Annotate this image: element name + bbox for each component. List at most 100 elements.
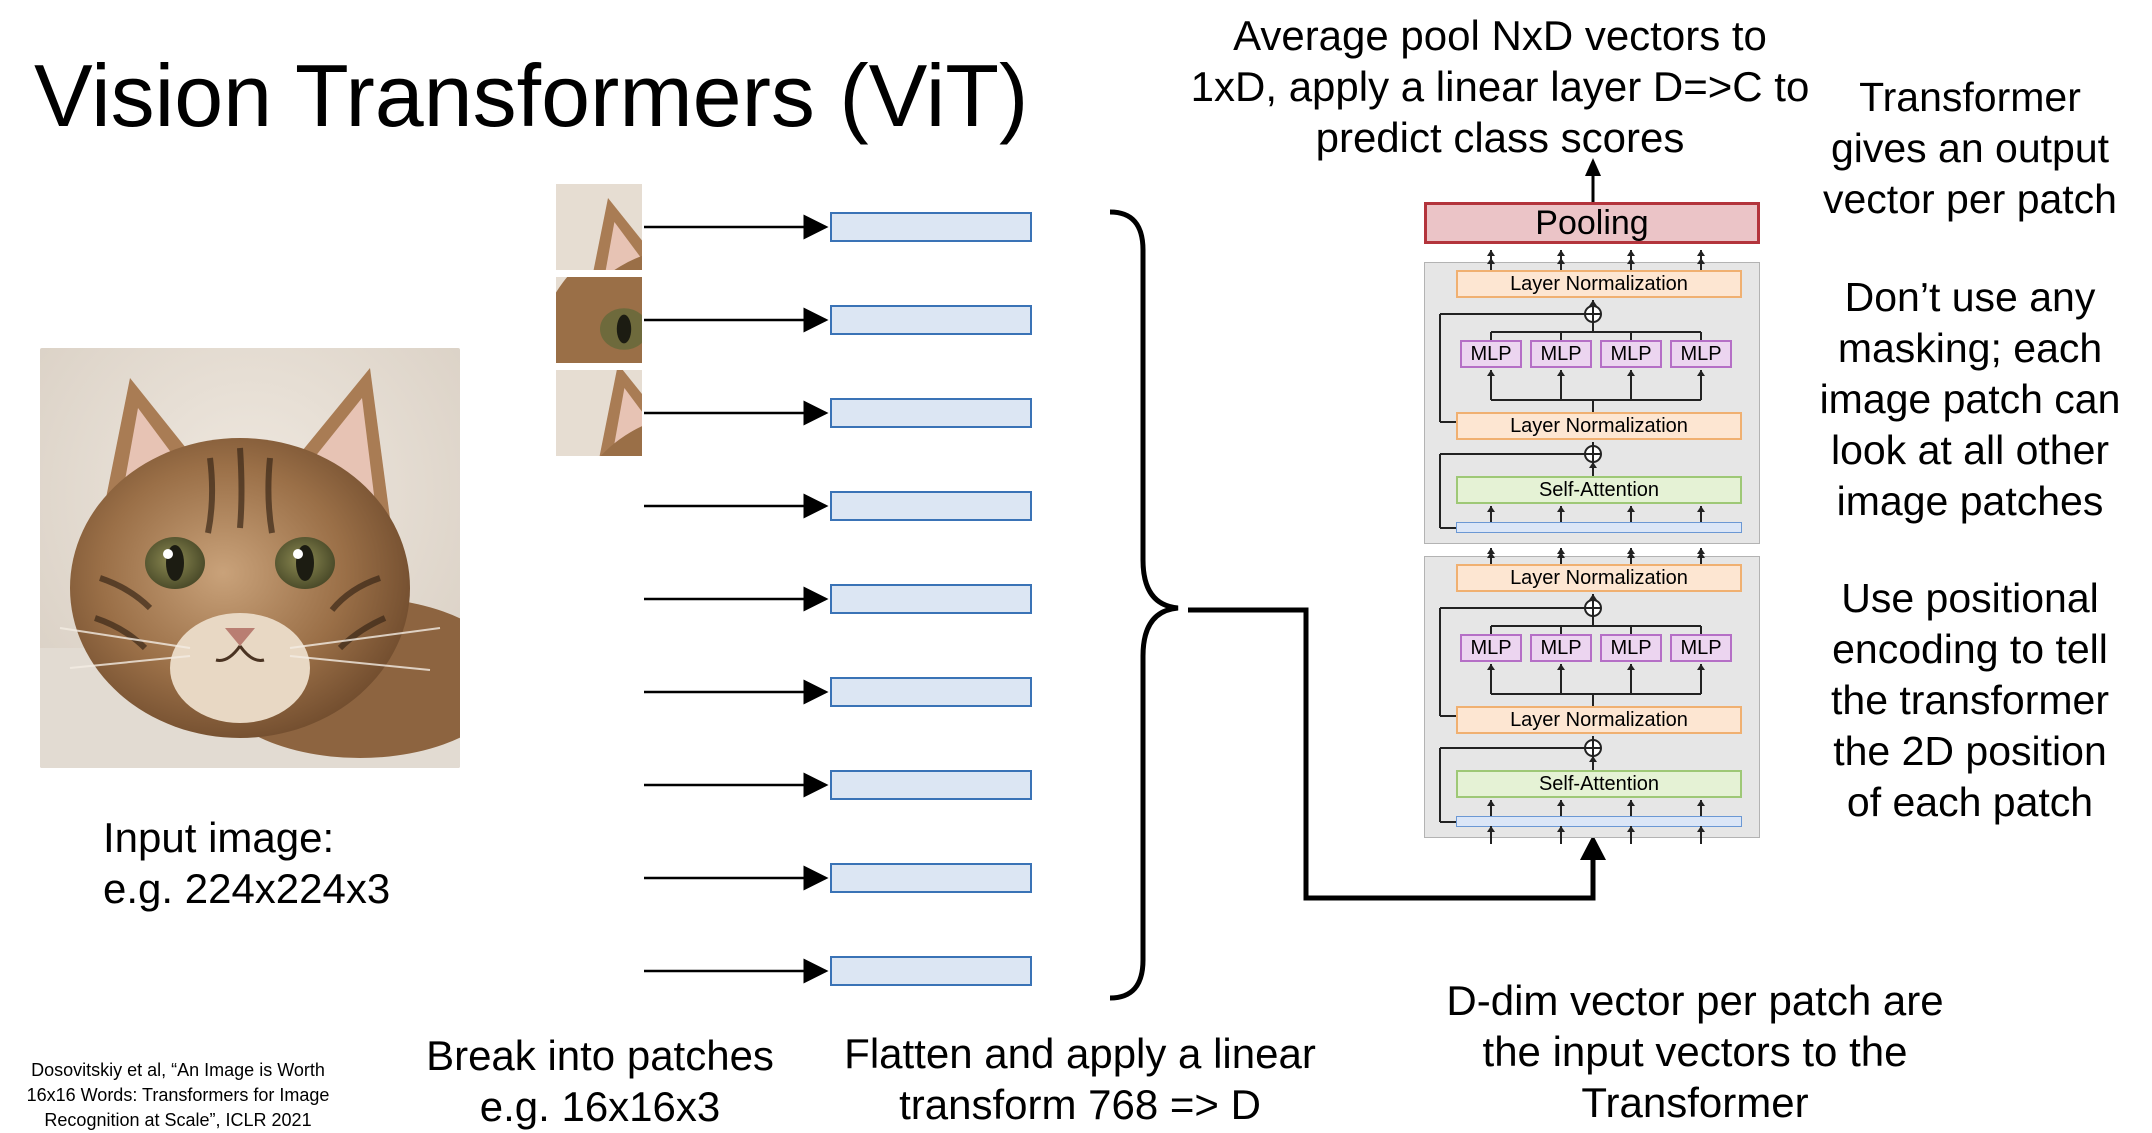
- side-note-positional-line: of each patch: [1846, 779, 2094, 825]
- transformer-arrowhead: [1487, 258, 1495, 264]
- side-note-positional-line: Use positional: [1841, 575, 2099, 621]
- mlp-box: MLP: [1600, 340, 1662, 368]
- transformer-arrowhead: [1557, 552, 1565, 558]
- transformer-arrowhead: [1557, 250, 1565, 256]
- input-caption-line-1: Input image:: [103, 814, 335, 861]
- side-note-positional-line: encoding to tell: [1832, 626, 2108, 672]
- image-patch: [556, 370, 642, 456]
- dvec-caption-line-2: the input vectors to the: [1482, 1028, 1908, 1075]
- patch-vector: [830, 863, 1032, 893]
- transformer-arrowhead: [1697, 826, 1705, 832]
- dvec-caption-line-3: Transformer: [1581, 1079, 1809, 1126]
- transformer-arrowhead: [1627, 250, 1635, 256]
- mlp-box: MLP: [1460, 340, 1522, 368]
- input-caption-line-2: e.g. 224x224x3: [103, 865, 391, 912]
- dvec-caption-line-1: D-dim vector per patch are: [1446, 977, 1944, 1024]
- image-patch: [556, 277, 642, 363]
- side-note-output: Transformer gives an output vector per p…: [1800, 72, 2140, 225]
- side-note-masking-line: masking; each: [1837, 325, 2103, 371]
- patch-vector: [830, 677, 1032, 707]
- patch-vector: [830, 398, 1032, 428]
- layer-norm-top: Layer Normalization: [1456, 564, 1742, 592]
- citation-line-3: Recognition at Scale”, ICLR 2021: [44, 1110, 312, 1130]
- transformer-arrowhead: [1697, 664, 1705, 670]
- side-note-positional-line: the 2D position: [1833, 728, 2107, 774]
- citation-line-1: Dosovitskiy et al, “An Image is Worth: [31, 1060, 325, 1080]
- transformer-arrowhead: [1557, 370, 1565, 376]
- transformer-arrowhead: [1627, 548, 1635, 554]
- transformer-arrowhead: [1487, 548, 1495, 554]
- side-note-masking-line: look at all other: [1830, 427, 2110, 473]
- side-note-masking-line: Don’t use any: [1844, 274, 2096, 320]
- citation-line-2: 16x16 Words: Transformers for Image: [26, 1085, 330, 1105]
- flatten-caption: Flatten and apply a linear transform 768…: [820, 1028, 1340, 1130]
- citation: Dosovitskiy et al, “An Image is Worth 16…: [4, 1058, 352, 1133]
- transformer-arrowhead: [1487, 552, 1495, 558]
- image-patch: [556, 184, 642, 270]
- dvec-caption: D-dim vector per patch are the input vec…: [1420, 975, 1970, 1128]
- pooling-layer: Pooling: [1424, 202, 1760, 244]
- patch-vector: [830, 212, 1032, 242]
- transformer-arrowhead: [1589, 594, 1597, 600]
- transformer-arrowhead: [1487, 800, 1495, 806]
- mlp-box: MLP: [1530, 634, 1592, 662]
- transformer-arrowhead: [1589, 462, 1597, 468]
- transformer-arrowhead: [1627, 664, 1635, 670]
- top-caption-line-3: predict class scores: [1315, 114, 1685, 161]
- layer-norm-middle: Layer Normalization: [1456, 412, 1742, 440]
- transformer-arrowhead: [1557, 800, 1565, 806]
- mlp-box: MLP: [1460, 634, 1522, 662]
- transformer-arrowhead: [1589, 756, 1597, 762]
- top-caption: Average pool NxD vectors to 1xD, apply a…: [1180, 10, 1820, 163]
- transformer-arrowhead: [1487, 664, 1495, 670]
- transformer-arrowhead: [1697, 800, 1705, 806]
- flatten-caption-line-1: Flatten and apply a linear: [844, 1030, 1316, 1077]
- connector-to-transformer: [1188, 607, 1596, 901]
- transformer-arrowhead: [1697, 258, 1705, 264]
- transformer-arrowhead: [1589, 300, 1597, 306]
- transformer-arrowhead: [1627, 552, 1635, 558]
- side-note-masking-line: image patches: [1836, 478, 2104, 524]
- side-note-masking: Don’t use any masking; each image patch …: [1800, 272, 2140, 527]
- patch-vector: [830, 584, 1032, 614]
- block-input-bar: [1456, 816, 1742, 827]
- side-note-output-line: gives an output: [1830, 125, 2110, 171]
- layer-norm-top: Layer Normalization: [1456, 270, 1742, 298]
- transformer-arrowhead: [1487, 370, 1495, 376]
- transformer-arrowhead: [1487, 826, 1495, 832]
- transformer-arrowhead: [1487, 506, 1495, 512]
- transformer-arrowhead: [1697, 250, 1705, 256]
- transformer-arrowhead: [1557, 506, 1565, 512]
- transformer-arrowhead: [1627, 826, 1635, 832]
- self-attention: Self-Attention: [1456, 476, 1742, 504]
- transformer-arrowhead: [1557, 664, 1565, 670]
- transformer-arrowhead: [1627, 506, 1635, 512]
- transformer-arrowhead: [1697, 370, 1705, 376]
- top-caption-line-1: Average pool NxD vectors to: [1233, 12, 1767, 59]
- transformer-arrowhead: [1487, 250, 1495, 256]
- patch-vector: [830, 956, 1032, 986]
- block-input-bar: [1456, 522, 1742, 533]
- side-note-positional: Use positional encoding to tell the tran…: [1800, 573, 2140, 828]
- layer-norm-middle: Layer Normalization: [1456, 706, 1742, 734]
- transformer-arrowhead: [1557, 826, 1565, 832]
- side-note-positional-line: the transformer: [1831, 677, 2109, 723]
- top-caption-line-2: 1xD, apply a linear layer D=>C to: [1190, 63, 1810, 110]
- patch-vector: [830, 770, 1032, 800]
- page-title: Vision Transformers (ViT): [34, 46, 1029, 145]
- transformer-arrowhead: [1627, 800, 1635, 806]
- patch-vector: [830, 491, 1032, 521]
- transformer-arrowhead: [1697, 548, 1705, 554]
- transformer-arrowhead: [1557, 548, 1565, 554]
- mlp-box: MLP: [1530, 340, 1592, 368]
- mlp-box: MLP: [1600, 634, 1662, 662]
- side-note-output-line: vector per patch: [1823, 176, 2117, 222]
- side-note-masking-line: image patch can: [1819, 376, 2121, 422]
- patches-caption-line-1: Break into patches: [426, 1032, 774, 1079]
- transformer-arrowhead: [1627, 370, 1635, 376]
- transformer-arrowhead: [1627, 258, 1635, 264]
- transformer-internal-lines: [1439, 250, 1705, 844]
- mlp-box: MLP: [1670, 340, 1732, 368]
- patch-vector: [830, 305, 1032, 335]
